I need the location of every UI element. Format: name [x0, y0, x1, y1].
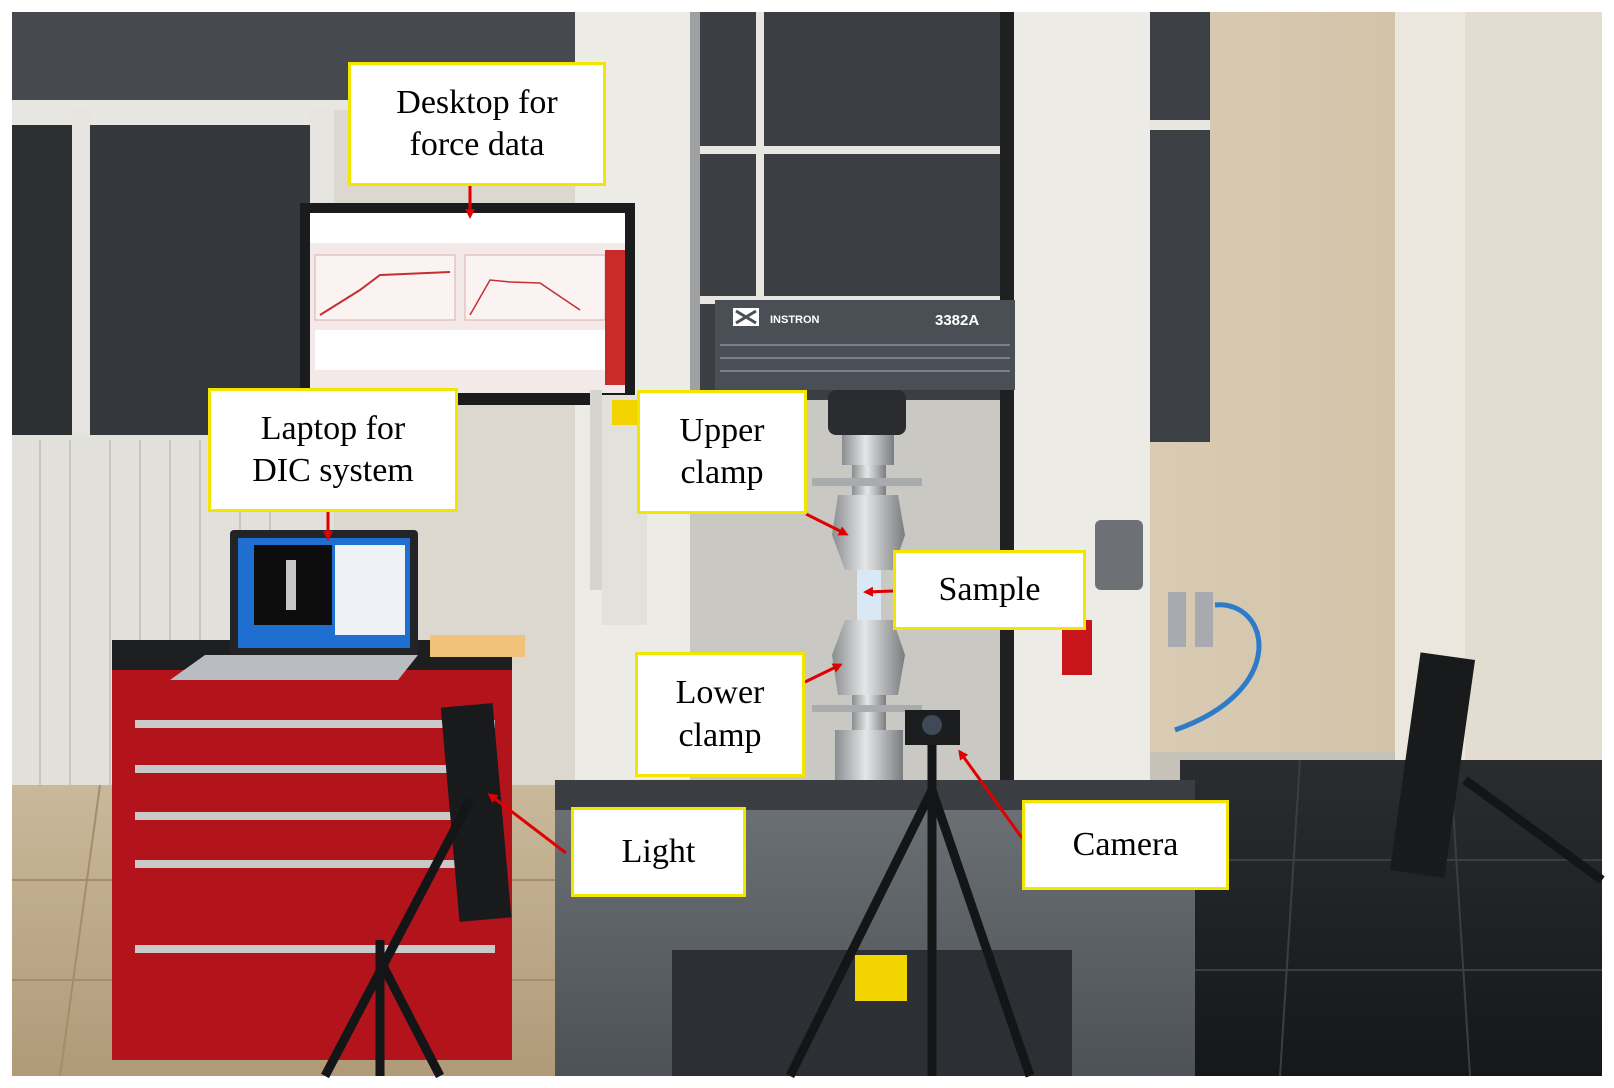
- light-panel-right: [1389, 652, 1476, 878]
- lower-clamp-callout: Lower clamp: [635, 652, 805, 777]
- upper-clamp-body: [832, 495, 905, 570]
- window-pane: [90, 125, 310, 435]
- notebook: [430, 635, 525, 657]
- laptop-callout-line-1: Laptop for: [260, 409, 406, 447]
- lower-clamp-callout-line-2: clamp: [678, 716, 762, 754]
- air-regulator: [1168, 592, 1186, 647]
- light-panel-left: [440, 703, 512, 922]
- instron-model: 3382A: [935, 312, 979, 329]
- lower-clamp-callout-line-1: Lower: [675, 674, 765, 711]
- sample-callout: Sample: [893, 550, 1086, 630]
- camera-lens: [922, 715, 942, 735]
- instron-brand: INSTRON: [770, 314, 820, 326]
- upper-clamp-callout-line-2: clamp: [680, 454, 764, 491]
- load-cell: [828, 390, 906, 435]
- upper-clamp-callout: Upper clamp: [637, 390, 807, 514]
- warning-label: [855, 955, 907, 1001]
- laptop-callout: Laptop for DIC system: [208, 388, 458, 512]
- lower-fixture: [835, 730, 903, 785]
- desktop-callout-line-1: Desktop for: [396, 83, 558, 121]
- camera-callout-text: Camera: [1072, 825, 1179, 863]
- light-callout-text: Light: [621, 832, 696, 870]
- machine-column-right: [1000, 12, 1150, 802]
- laptop-base: [170, 655, 418, 680]
- floor-right: [1180, 760, 1602, 1076]
- clamp-handle: [812, 478, 922, 486]
- desktop-callout: Desktop for force data: [348, 62, 606, 186]
- window-pane: [12, 125, 72, 435]
- upper-clamp-callout-line-1: Upper: [679, 411, 765, 449]
- desktop-callout-line-2: force data: [409, 126, 545, 163]
- lower-clamp-body: [832, 620, 905, 695]
- wall-column: [1395, 12, 1465, 772]
- camera-callout: Camera: [1022, 800, 1229, 890]
- tripod: [785, 745, 1035, 1079]
- light-stand: [321, 776, 1605, 1079]
- laptop-callout-line-2: DIC system: [252, 452, 414, 489]
- sample-callout-text: Sample: [938, 570, 1041, 608]
- window-right: [1150, 12, 1210, 442]
- test-sample: [857, 570, 881, 620]
- control-pendant: [1095, 520, 1143, 590]
- light-callout: Light: [571, 807, 746, 897]
